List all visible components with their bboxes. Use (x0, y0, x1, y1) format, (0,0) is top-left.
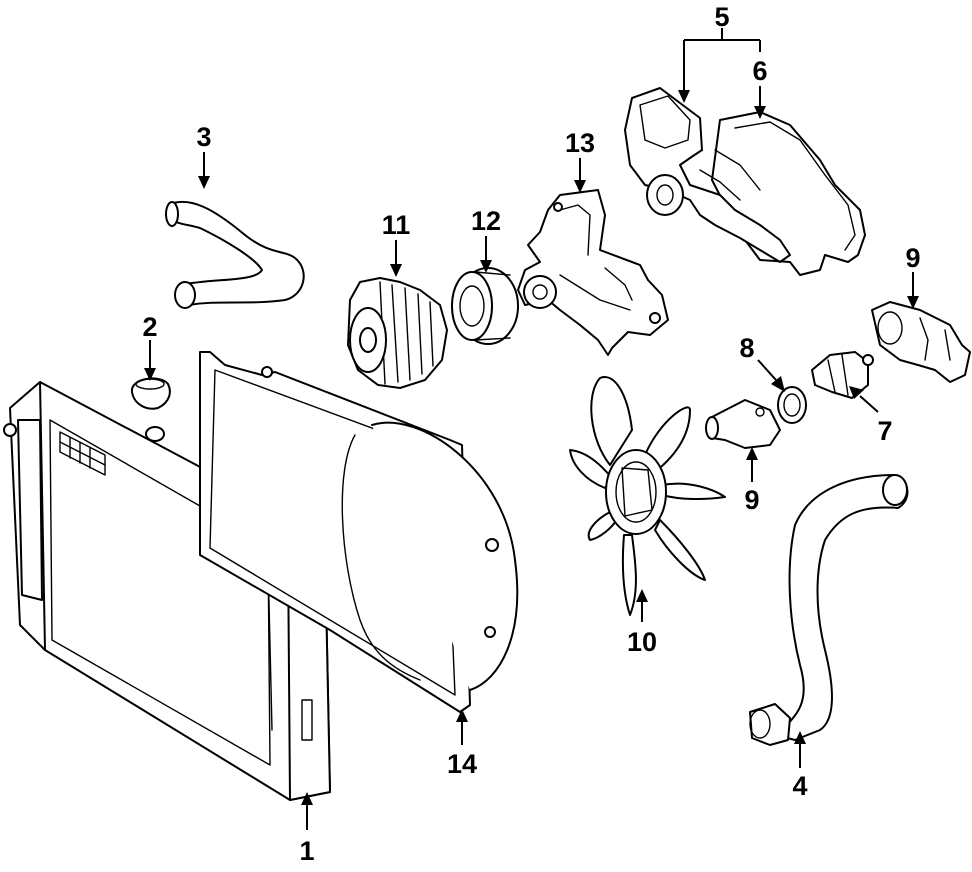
upper-radiator-hose (165, 200, 305, 309)
cooling-fan (569, 376, 726, 616)
callout-9-upper: 9 (905, 243, 920, 273)
leader-lines (144, 28, 919, 830)
callout-10: 10 (627, 627, 657, 657)
fan-bracket (517, 189, 669, 356)
thermostat-gasket (777, 386, 807, 424)
callout-9-middle: 9 (744, 485, 759, 515)
callout-5: 5 (714, 2, 729, 32)
callout-12: 12 (471, 206, 501, 236)
water-pump (624, 87, 866, 276)
lower-radiator-hose (749, 474, 909, 746)
callout-13: 13 (565, 128, 595, 158)
pulley (451, 267, 519, 345)
callout-14: 14 (447, 749, 477, 779)
radiator-cap (131, 377, 171, 410)
callout-8: 8 (739, 333, 754, 363)
fan-shroud (199, 351, 519, 713)
callout-4: 4 (792, 771, 807, 801)
thermostat (811, 351, 874, 399)
fan-clutch (347, 277, 448, 389)
water-outlet (705, 399, 781, 449)
callout-7: 7 (877, 416, 892, 446)
callout-1: 1 (299, 836, 314, 866)
callout-labels: 1 2 3 4 5 6 7 8 9 9 10 11 12 13 14 (142, 2, 920, 866)
callout-11: 11 (382, 210, 411, 240)
callout-3: 3 (196, 122, 211, 152)
water-inlet-housing (871, 301, 971, 383)
callout-6: 6 (752, 56, 767, 86)
callout-2: 2 (142, 312, 157, 342)
